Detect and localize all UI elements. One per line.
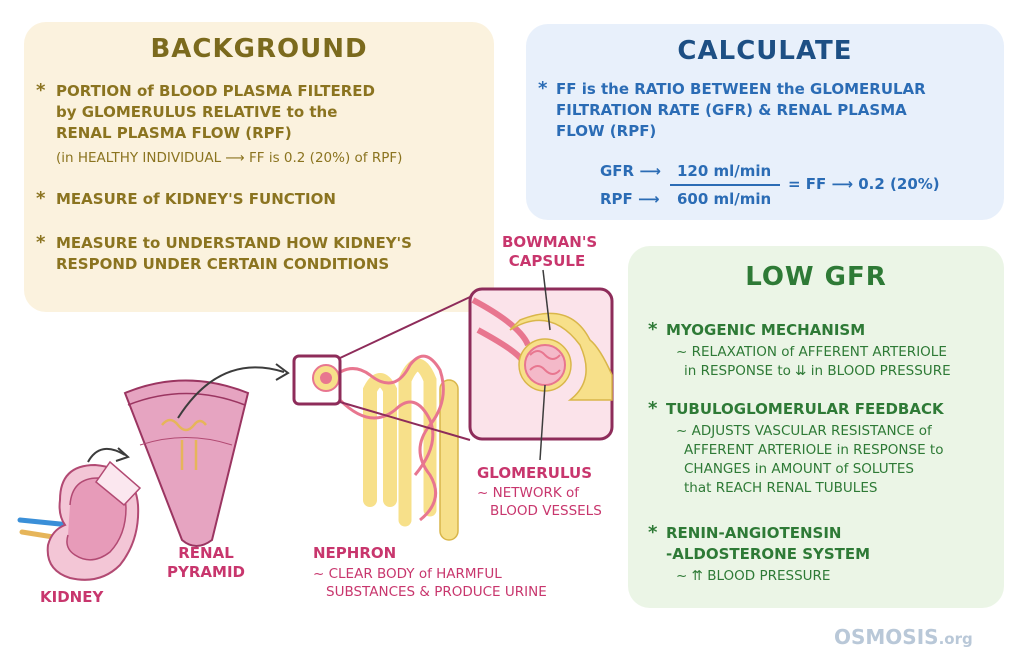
bullet-star: * — [36, 80, 46, 101]
text-line: AFFERENT ARTERIOLE in RESPONSE to — [684, 442, 944, 458]
text-line: that REACH RENAL TUBULES — [684, 480, 878, 496]
text-line: RENAL PLASMA FLOW (RPF) — [56, 124, 292, 142]
kidney-drawing — [17, 460, 142, 581]
bullet-star: * — [538, 78, 548, 99]
low-gfr-item-2: TUBULOGLOMERULAR FEEDBACK ~ ADJUSTS VASC… — [666, 399, 944, 498]
background-panel — [24, 22, 494, 312]
text-line: in RESPONSE to ⇊ in BLOOD PRESSURE — [684, 363, 951, 379]
text-line: ~ RELAXATION of AFFERENT ARTERIOLE — [676, 344, 947, 360]
bullet-star: * — [36, 188, 46, 209]
renal-pyramid-drawing — [123, 379, 250, 547]
renal-pyramid-label: RENAL PYRAMID — [158, 544, 254, 582]
nephron-drawing — [312, 354, 459, 541]
text-line: SUBSTANCES & PRODUCE URINE — [326, 584, 547, 600]
fraction-bar — [670, 184, 780, 186]
bullet-star: * — [36, 232, 46, 253]
text-line: FLOW (RPF) — [556, 122, 657, 140]
bullet-star: * — [648, 319, 658, 340]
bullet-star: * — [648, 522, 658, 543]
nephron-description: ~ CLEAR BODY of HARMFUL SUBSTANCES & PRO… — [313, 565, 547, 601]
background-title: BACKGROUND — [150, 34, 368, 64]
low-gfr-item-1: MYOGENIC MECHANISM ~ RELAXATION of AFFER… — [666, 320, 951, 381]
text-line: TUBULOGLOMERULAR FEEDBACK — [666, 400, 944, 418]
formula-result: = FF ⟶ 0.2 (20%) — [788, 175, 940, 193]
calculate-title: CALCULATE — [677, 36, 853, 66]
low-gfr-panel — [628, 246, 1004, 608]
osmosis-logo: OSMOSIS.org — [834, 625, 973, 649]
logo-suffix: .org — [938, 630, 973, 648]
text-line: ~ ADJUSTS VASCULAR RESISTANCE of — [676, 423, 932, 439]
text-line: MYOGENIC MECHANISM — [666, 321, 866, 339]
text-line: ~ ⇈ BLOOD PRESSURE — [676, 568, 831, 584]
kidney-label: KIDNEY — [40, 588, 104, 606]
formula-numerator-value: 120 ml/min — [677, 162, 772, 180]
calculate-panel — [526, 24, 1004, 220]
formula-numerator-label: GFR ⟶ — [600, 162, 661, 180]
text-line: FF is the RATIO BETWEEN the GLOMERULAR — [556, 80, 926, 98]
formula-denominator-value: 600 ml/min — [677, 190, 772, 208]
low-gfr-title: LOW GFR — [745, 262, 887, 292]
text-line: MEASURE of KIDNEY'S FUNCTION — [56, 190, 336, 208]
text-line: RESPOND UNDER CERTAIN CONDITIONS — [56, 255, 390, 273]
text-line: BOWMAN'S — [502, 233, 598, 251]
text-line: PYRAMID — [167, 563, 245, 581]
text-line: PORTION of BLOOD PLASMA FILTERED — [56, 82, 375, 100]
text-line: by GLOMERULUS RELATIVE to the — [56, 103, 338, 121]
text-line: CHANGES in AMOUNT of SOLUTES — [684, 461, 914, 477]
bowman-capsule-zoom — [468, 287, 614, 441]
background-item-1: PORTION of BLOOD PLASMA FILTERED by GLOM… — [56, 81, 402, 168]
glomerulus-label: GLOMERULUS — [477, 464, 592, 482]
text-line: ~ CLEAR BODY of HARMFUL — [313, 566, 502, 582]
text-line: FILTRATION RATE (GFR) & RENAL PLASMA — [556, 101, 907, 119]
text-note: (in HEALTHY INDIVIDUAL ⟶ FF is 0.2 (20%)… — [56, 150, 403, 166]
background-item-2: MEASURE of KIDNEY'S FUNCTION — [56, 189, 336, 210]
background-item-3: MEASURE to UNDERSTAND HOW KIDNEY'S RESPO… — [56, 233, 412, 275]
bullet-star: * — [648, 398, 658, 419]
calculate-definition: FF is the RATIO BETWEEN the GLOMERULAR F… — [556, 79, 926, 142]
bowman-capsule-label: BOWMAN'S CAPSULE — [502, 233, 598, 271]
text-line: ~ NETWORK of — [477, 485, 579, 501]
logo-brand: OSMOSIS — [834, 625, 939, 649]
text-line: RENIN-ANGIOTENSIN — [666, 524, 842, 542]
text-line: RENAL — [178, 544, 234, 562]
low-gfr-item-3: RENIN-ANGIOTENSIN -ALDOSTERONE SYSTEM ~ … — [666, 523, 870, 586]
text-line: -ALDOSTERONE SYSTEM — [666, 545, 871, 563]
nephron-label: NEPHRON — [313, 544, 397, 562]
glomerulus-description: ~ NETWORK of BLOOD VESSELS — [477, 484, 602, 520]
formula-denominator-label: RPF ⟶ — [600, 190, 660, 208]
text-line: BLOOD VESSELS — [490, 503, 602, 519]
text-line: CAPSULE — [508, 252, 586, 270]
text-line: MEASURE to UNDERSTAND HOW KIDNEY'S — [56, 234, 412, 252]
